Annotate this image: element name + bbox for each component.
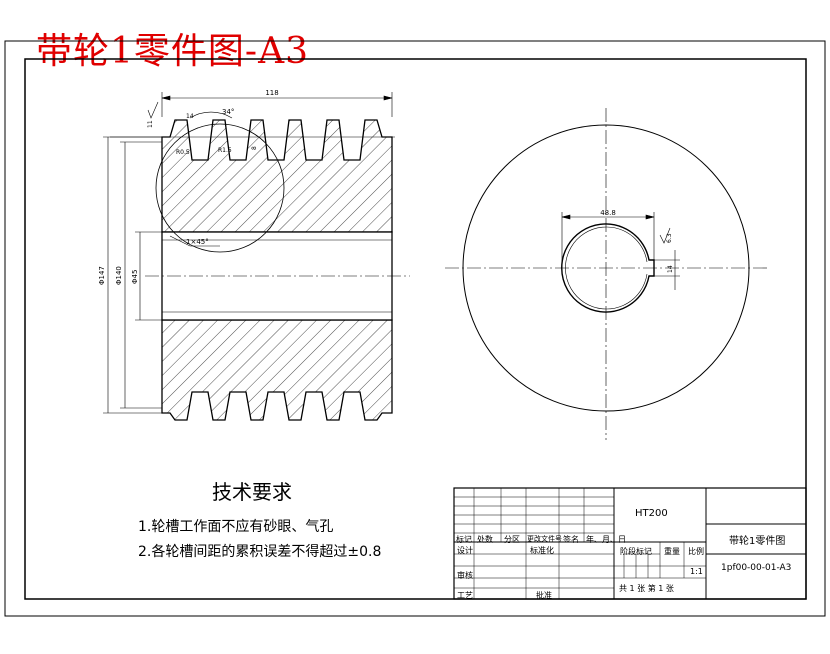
dim-groove-r2: R1.5 xyxy=(218,147,232,154)
dim-groove-offset: 8 xyxy=(251,146,258,150)
drawing-title: 带轮1零件图-A3 xyxy=(36,31,309,72)
section-dimensions xyxy=(103,92,393,414)
header-signature: 签名 xyxy=(563,535,579,544)
dim-groove-r1: R0.5 xyxy=(176,149,190,156)
review-label: 审核 xyxy=(457,571,473,580)
sheet-info: 共 1 张 第 1 张 xyxy=(619,584,674,593)
design-label: 设计 xyxy=(457,546,473,555)
pulley-section-view xyxy=(110,119,410,421)
dim-bore-dia: Φ45 xyxy=(131,270,139,284)
outer-frame xyxy=(4,40,826,617)
drawing-number: 1pf00-00-01-A3 xyxy=(721,563,792,573)
end-view-dimensions xyxy=(561,212,680,290)
detail-circle xyxy=(155,123,285,253)
requirements-title: 技术要求 xyxy=(212,480,292,504)
dim-overall-width: 118 xyxy=(265,89,278,97)
ratio-label: 比例 xyxy=(688,547,704,556)
pulley-end-view xyxy=(445,108,768,440)
part-name: 带轮1零件图 xyxy=(729,536,786,547)
lower-section xyxy=(161,319,393,421)
dim-keyway-width: 14 xyxy=(667,265,674,273)
header-count: 处数 xyxy=(477,535,493,544)
scale-value: 1:1 xyxy=(690,567,703,576)
standard-label: 标准化 xyxy=(530,546,554,555)
approve-label: 批准 xyxy=(536,591,552,600)
requirement-item-2: 2.各轮槽间距的累积误差不得超过±0.8 xyxy=(138,544,382,560)
header-date: 年、月、日 xyxy=(586,535,626,544)
title-block xyxy=(453,487,807,600)
dim-keyway-depth: 48.8 xyxy=(600,209,616,217)
dim-groove-top: 14 xyxy=(186,113,194,120)
header-zone: 分区 xyxy=(504,535,520,544)
requirement-item-1: 1.轮槽工作面不应有砂眼、气孔 xyxy=(138,519,334,535)
dim-hub-dia: Φ140 xyxy=(115,266,123,285)
dim-chamfer: 1×45° xyxy=(186,238,209,246)
bore-with-keyway xyxy=(561,223,655,313)
dim-groove-angle: 34° xyxy=(222,108,234,116)
material-label: HT200 xyxy=(635,508,668,519)
process-label: 工艺 xyxy=(457,591,473,600)
dim-roughness: 6.3 xyxy=(666,233,673,243)
header-change-doc: 更改文件号 xyxy=(527,535,562,543)
weight-label: 重量 xyxy=(664,547,680,556)
header-mark: 标记 xyxy=(456,535,472,544)
upper-section xyxy=(161,119,393,233)
stage-mark-label: 阶段标记 xyxy=(620,547,652,556)
inner-frame xyxy=(24,58,807,600)
dim-outer-dia: Φ147 xyxy=(98,266,106,285)
dim-groove-depth: 11 xyxy=(147,120,154,128)
